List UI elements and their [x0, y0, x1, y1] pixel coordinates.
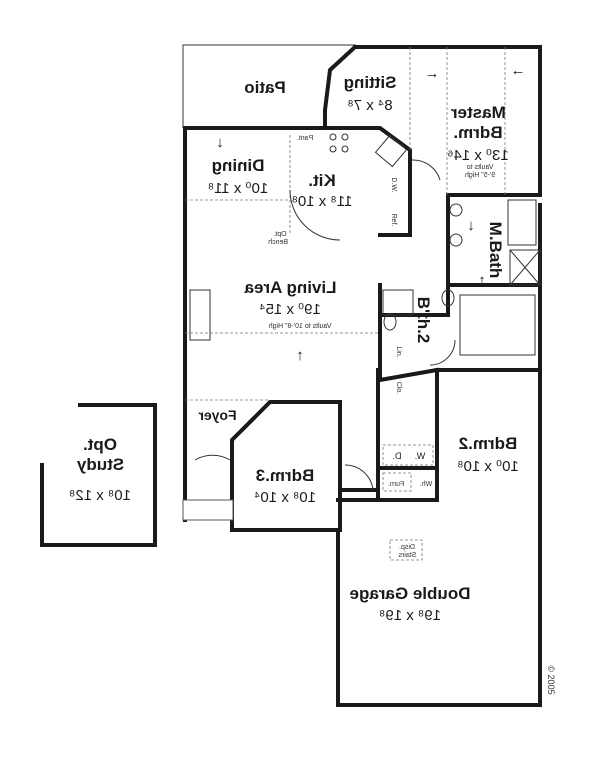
- study-label-2: Study: [76, 455, 124, 474]
- stairs-label-2: Stairs: [398, 552, 416, 559]
- washer-label: W.: [415, 451, 426, 461]
- kitchen-dims: 11⁸ x 10⁸: [292, 193, 353, 210]
- master-label-1: Master: [451, 103, 506, 122]
- patio-outline: [182, 44, 355, 128]
- pantry-label: Pant.: [297, 135, 313, 142]
- dining-dims: 10⁰ x 11⁸: [208, 180, 268, 197]
- closet-label: Clo.: [395, 382, 402, 395]
- garage-dims: 19⁸ x 19⁸: [379, 607, 441, 624]
- svg-text:↑: ↑: [478, 272, 486, 289]
- bath2-label: B'th.2: [414, 297, 433, 344]
- bdrm3-label: Bdrm.3: [256, 466, 315, 485]
- fixtures: [182, 133, 541, 521]
- furnace-label: Furn.: [388, 481, 404, 488]
- svg-text:↓: ↓: [216, 134, 224, 151]
- master-note-2: 9'-5" High: [465, 172, 495, 179]
- bench-label-2: Bench: [268, 239, 288, 246]
- dining-label: Dining: [212, 156, 265, 175]
- garage-label: Double Garage: [350, 584, 471, 603]
- svg-text:←: ←: [511, 62, 526, 79]
- dishwasher-label: D.W.: [390, 177, 397, 192]
- linen-label: Lin.: [395, 346, 402, 357]
- doors: [194, 159, 456, 491]
- living-label: Living Area: [244, 278, 336, 297]
- svg-text:↑: ↑: [296, 347, 304, 364]
- patio-label: Patio: [244, 78, 286, 97]
- exterior-walls: [40, 44, 542, 707]
- arrows: ↓ → ← ↓ ↑ ↑: [216, 62, 525, 364]
- living-note: Vaults to 10'-8" High: [269, 323, 332, 330]
- sitting-dims: 8⁴ x 7⁸: [347, 97, 392, 114]
- dashed-lines: [185, 47, 506, 561]
- study-label-1: Opt.: [83, 435, 117, 454]
- bdrm2-label: Bdrm.2: [459, 434, 518, 453]
- svg-text:→: →: [425, 65, 440, 82]
- kitchen-label: Kit.: [308, 171, 335, 190]
- master-dims: 13⁰ x 14⁶: [447, 147, 508, 164]
- bench-label-1: Opt.: [273, 231, 286, 238]
- refrigerator-label: Ref.: [390, 214, 397, 227]
- mbath-label: M.Bath: [486, 222, 505, 279]
- dryer-label: D.: [393, 451, 402, 461]
- foyer-label: Foyer: [198, 407, 237, 423]
- water-heater-label: Wh.: [420, 481, 433, 488]
- living-dims: 19⁰ x 15⁴: [259, 301, 321, 318]
- copyright: © 2005: [546, 665, 556, 694]
- bdrm3-dims: 10⁸ x 10⁴: [254, 489, 316, 506]
- svg-text:↓: ↓: [467, 217, 475, 234]
- master-note-1: Vaults to: [467, 164, 494, 171]
- master-label-2: Bdrm.: [453, 123, 502, 142]
- sitting-label: Sitting: [344, 73, 397, 92]
- bdrm2-dims: 10⁰ x 10⁸: [457, 458, 519, 475]
- interior-walls: [286, 126, 542, 502]
- stairs-label-1: Disp.: [399, 544, 415, 551]
- study-dims: 10⁸ x 12⁸: [69, 487, 131, 504]
